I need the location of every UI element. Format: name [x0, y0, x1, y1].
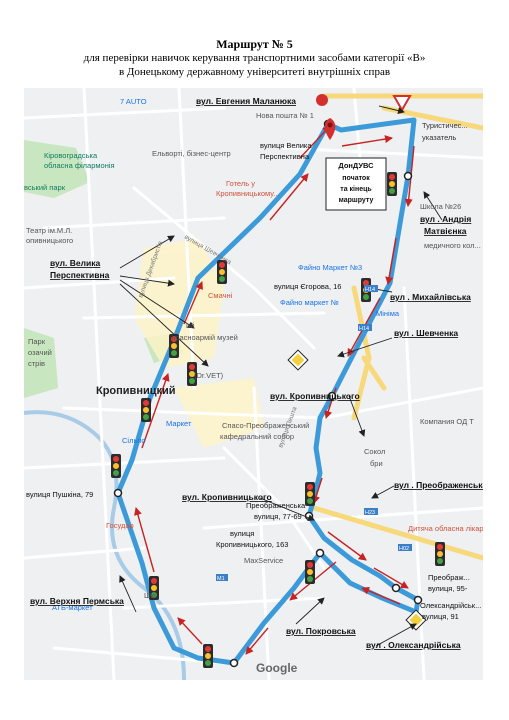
stop-preobr95-1: Преображ... — [428, 573, 470, 582]
route-subtitle-line1: для перевірки навичок керування транспор… — [83, 52, 426, 64]
street-matvienka-2: Матвієнка — [424, 226, 467, 236]
label-turyst-2: указатель — [422, 133, 456, 142]
label-turyst-1: Туристичес... — [422, 121, 468, 130]
shield-m1: M1 — [217, 576, 225, 582]
label-park-kr-2: озачий — [28, 348, 52, 357]
stop-preobr77-1: Преображенська — [246, 501, 306, 510]
label-hotel-1: Готель у — [226, 179, 255, 188]
stop-oleks91-1: Олександрійськ... — [420, 601, 481, 610]
label-city: Кропивницкий — [96, 385, 176, 397]
label-sobor-1: Спасо-Преображенський — [222, 421, 309, 430]
route-title: Маршрут № 5 — [216, 37, 293, 51]
route-street-labels: вул. Евгения Маланюка вул . Андрія Матві… — [30, 96, 483, 650]
stop-velyka-2: Перспективна — [260, 152, 310, 161]
label-sokol-2: бри — [370, 459, 383, 468]
label-elvorti: Ельворті, бізнес-центр — [152, 149, 231, 158]
street-pokrovska: вул. Покровська — [286, 626, 356, 636]
label-silpo: Сільпо — [122, 436, 146, 445]
label-7auto: 7 AUTO — [120, 97, 147, 106]
stop-kropyv163-2: Кропивницького, 163 — [216, 540, 288, 549]
label-gosudar: Государ — [106, 521, 134, 530]
shield-h23: H23 — [365, 510, 375, 516]
label-park-kr-1: Парк — [28, 337, 46, 346]
label-park-kr-3: стрів — [28, 359, 45, 368]
label-filarm-2: обласна філармонія — [44, 161, 115, 170]
route-map[interactable]: ДонДУВС початок та кінець маршруту 7 AUT… — [24, 88, 483, 680]
label-dr-vet: (Dr.VET) — [194, 371, 224, 380]
street-mykhailivska: вул . Михайлівська — [390, 292, 471, 302]
label-sobor-2: кафедральний собор — [220, 432, 294, 441]
street-malanyuka: вул. Евгения Маланюка — [196, 96, 296, 106]
label-maxservice: MaxService — [244, 556, 283, 565]
give-way-sign — [316, 94, 412, 113]
label-teatr-2: опивницького — [26, 236, 73, 245]
label-muzei-2: красноармій музей — [172, 333, 238, 342]
stop-yegorova: вулиця Єгорова, 16 — [274, 282, 341, 291]
street-velyka-2: Перспективна — [50, 270, 110, 280]
shield-h14-b: H14 — [359, 326, 369, 332]
stop-oleks91-2: вулиця, 91 — [422, 612, 459, 621]
green-areas — [24, 140, 184, 398]
label-fayno-2: Файно маркет № — [280, 298, 339, 307]
street-velyka-1: вул. Велика — [50, 258, 100, 268]
start-marker — [324, 118, 336, 140]
start-box-line-2: початок — [342, 175, 370, 182]
label-hotel-2: Кропивницькому... — [216, 189, 280, 198]
stop-kropyv163-1: вулиця — [230, 529, 254, 538]
road-shields: H14 H14 H23 H02 M1 — [216, 285, 412, 582]
label-teatr-1: Театр ім.М.Л. — [26, 226, 72, 235]
stop-velyka-1: вулиця Велика — [260, 141, 312, 150]
label-shki: Шкі — [144, 591, 156, 600]
callout-lines — [119, 105, 443, 647]
street-oleksandriiska: вул . Олександрійська — [366, 640, 461, 650]
start-box-line-3: та кінець — [340, 185, 372, 193]
label-smachni: Смачні — [208, 291, 233, 300]
street-shevchenka: вул . Шевченка — [394, 328, 458, 338]
stop-labels: вулиця Велика Перспективна вулиця Єгоров… — [26, 141, 481, 621]
label-fayno-1: Файно Маркет №3 — [298, 263, 362, 272]
street-kropyvnytskoho-1: вул. Кропивницького — [270, 391, 360, 401]
minor-streets — [24, 88, 483, 680]
label-google: Google — [256, 661, 298, 675]
label-school-2: медичного кол... — [424, 241, 481, 250]
route-subtitle-line2: в Донецькому державному університеті вну… — [118, 66, 391, 78]
label-school-1: Школа №26 — [420, 202, 461, 211]
street-kropyvnytskoho-2: вул. Кропивницького — [182, 492, 272, 502]
stop-preobr77-2: вулиця, 77-69 — [254, 512, 302, 521]
river — [24, 410, 186, 680]
label-sokol-1: Сокол — [364, 447, 385, 456]
label-park: вський парк — [24, 183, 66, 192]
label-nova-poshta: Нова пошта № 1 — [256, 111, 314, 120]
label-filarm-1: Кіровоградська — [44, 151, 98, 160]
label-minima: Мініма — [376, 309, 400, 318]
label-derm: Дитяча обласна лікар — [408, 524, 483, 533]
start-box: ДонДУВС початок та кінець маршруту — [325, 157, 387, 211]
shield-h02: H02 — [399, 546, 409, 552]
label-muzei-1: ий — [186, 321, 194, 330]
shield-h14-a: H14 — [365, 287, 375, 293]
label-atb: АТБ-маркет — [52, 603, 93, 612]
label-komp: Компания ОД Т — [420, 417, 474, 426]
street-matvienka-1: вул . Андрія — [420, 214, 471, 224]
street-preobrazhenska: вул . Преображенська — [394, 480, 483, 490]
start-box-line-4: маршруту — [339, 197, 374, 204]
stop-pushkina: вулиця Пушкіна, 79 — [26, 490, 93, 499]
label-market: Маркет — [166, 419, 192, 428]
start-box-line-1: ДонДУВС — [338, 161, 374, 170]
stop-preobr95-2: вулиця, 95- — [428, 584, 468, 593]
street-verkhnia-permska: вул. Верхня Пермська — [30, 596, 124, 606]
